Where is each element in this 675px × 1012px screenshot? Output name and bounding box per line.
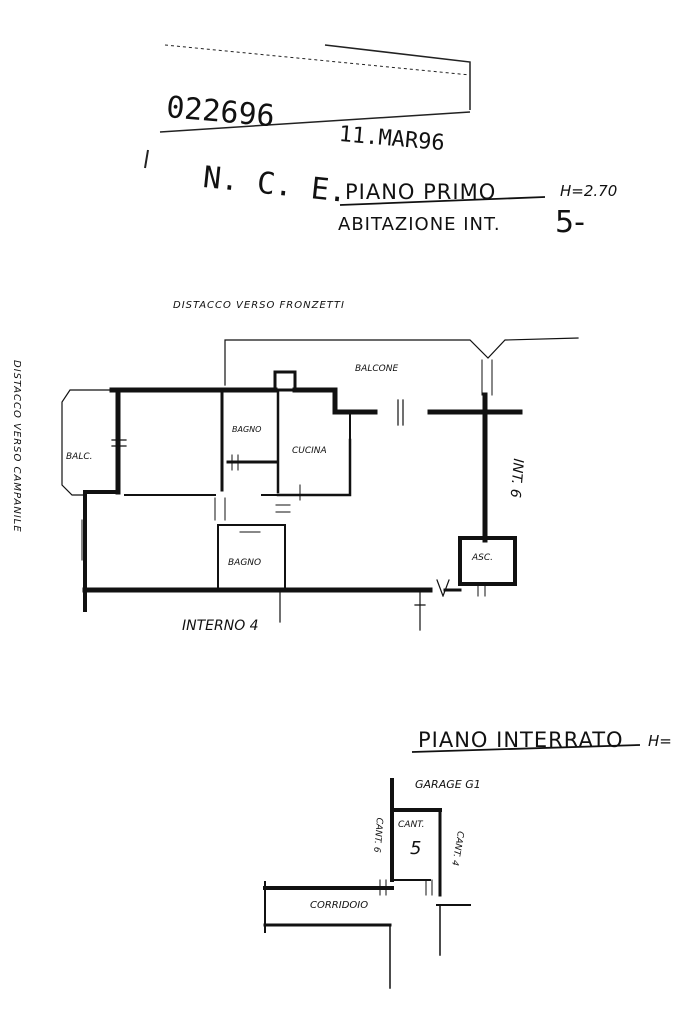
- first-floor-plan: [61, 337, 579, 631]
- stamp-frame: [144, 44, 471, 169]
- first-floor-unit: ABITAZIONE INT.: [338, 214, 501, 235]
- cant-number: 5: [410, 838, 422, 859]
- room-label-corridoio: CORRIDOIO: [310, 900, 369, 911]
- room-label-balcone: BALCONE: [355, 364, 399, 374]
- room-label-bagno-lower: BAGNO: [228, 558, 262, 568]
- first-floor-unit-number: 5-: [555, 205, 585, 240]
- room-label-garage: GARAGE G1: [415, 778, 481, 791]
- basement-height: H=: [648, 732, 672, 750]
- room-label-asc: ASC.: [472, 553, 494, 563]
- room-label-cant: CANT.: [398, 820, 425, 830]
- title-underlines: [339, 196, 641, 753]
- room-label-balc: BALC.: [66, 452, 93, 462]
- room-label-bagno-upper: BAGNO: [232, 425, 262, 434]
- first-floor-title: PIANO PRIMO: [345, 180, 497, 204]
- distacco-left-label: DISTACCO VERSO CAMPANILE: [11, 360, 22, 533]
- room-label-cucina: CUCINA: [292, 446, 327, 456]
- basement-plan: [263, 778, 471, 989]
- basement-title: PIANO INTERRATO: [418, 728, 624, 752]
- first-floor-height: H=2.70: [560, 182, 618, 200]
- interno4-label: INTERNO 4: [182, 618, 259, 634]
- distacco-top-label: DISTACCO VERSO FRONZETTI: [173, 300, 345, 311]
- int6-label: INT. 6: [506, 457, 526, 499]
